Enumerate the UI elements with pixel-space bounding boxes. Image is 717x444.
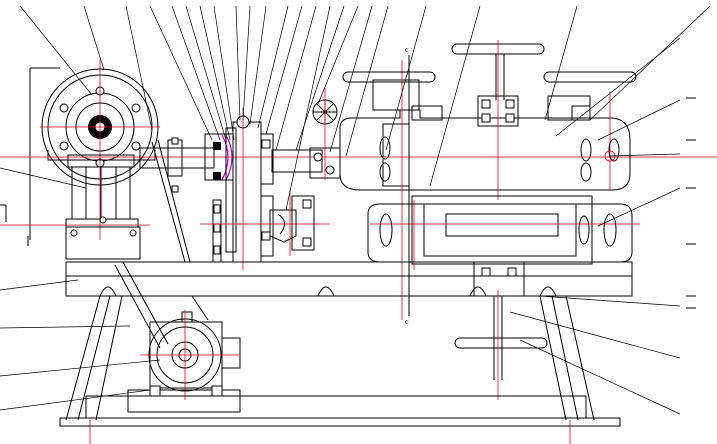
reducer-support [0, 154, 150, 260]
lower-cylinder [367, 195, 640, 270]
electric-motor [127, 310, 241, 413]
gear-reducer [40, 60, 160, 240]
pipe-elbow [269, 149, 323, 256]
bottom-centerlines [89, 420, 571, 444]
leader-lines-right [509, 37, 681, 415]
frame-marks [0, 67, 60, 246]
section-mark-top: C [405, 48, 409, 54]
support-frame [59, 295, 621, 427]
base-beam [65, 261, 633, 297]
right-margin-ticks [686, 97, 696, 309]
section-cut-line: C C [405, 48, 410, 326]
lower-spindle [454, 290, 548, 400]
top-handwheel [342, 40, 637, 200]
leader-lines-left [0, 167, 161, 411]
leader-lines-top [19, 5, 711, 211]
section-mark-bottom: C [405, 320, 409, 326]
universal-joint [309, 88, 341, 180]
drive-belt [114, 139, 191, 349]
main-shaft [0, 133, 717, 193]
upper-cylinder [339, 60, 631, 320]
